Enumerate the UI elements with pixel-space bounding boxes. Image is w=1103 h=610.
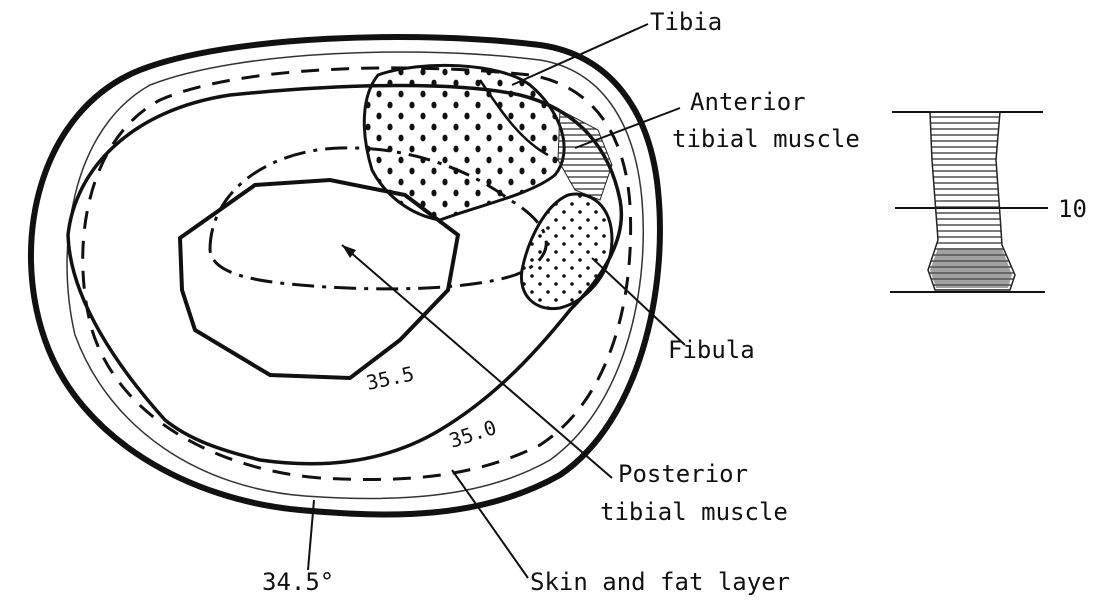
- fibula-shape: [521, 194, 612, 309]
- label-anterior-tibial-1: Anterior: [690, 88, 806, 116]
- label-tibia: Tibia: [650, 8, 722, 36]
- side-view-ankle-shading: [930, 248, 1012, 288]
- tibia-leader: [512, 24, 648, 85]
- label-posterior-tibial-2: tibial muscle: [600, 498, 788, 526]
- label-skin-fat: Skin and fat layer: [530, 568, 790, 596]
- label-fibula: Fibula: [668, 336, 755, 364]
- isotherm-label-inner: 35.5: [364, 361, 416, 394]
- label-anterior-tibial-2: tibial muscle: [672, 125, 860, 153]
- leg-side-view: 10: [890, 112, 1087, 292]
- isotherm-label-outer: 34.5°: [262, 568, 334, 596]
- skin-fat-leader: [452, 470, 528, 578]
- anterior-tibial-muscle-shape: [558, 110, 612, 200]
- tibia-shape: [364, 65, 564, 220]
- fibula-leader: [592, 258, 685, 345]
- side-view-level-label: 10: [1058, 195, 1087, 223]
- label-posterior-tibial-1: Posterior: [618, 460, 748, 488]
